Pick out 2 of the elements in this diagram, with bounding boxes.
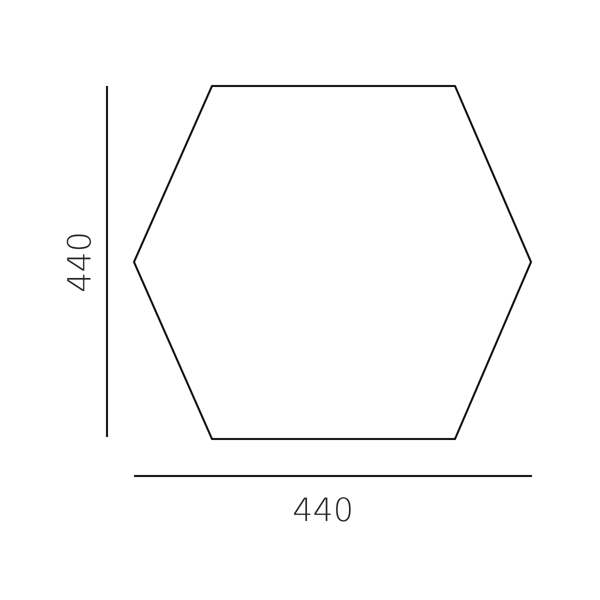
dimension-label: 440 bbox=[64, 231, 96, 293]
dimension-label: 440 bbox=[292, 494, 354, 526]
